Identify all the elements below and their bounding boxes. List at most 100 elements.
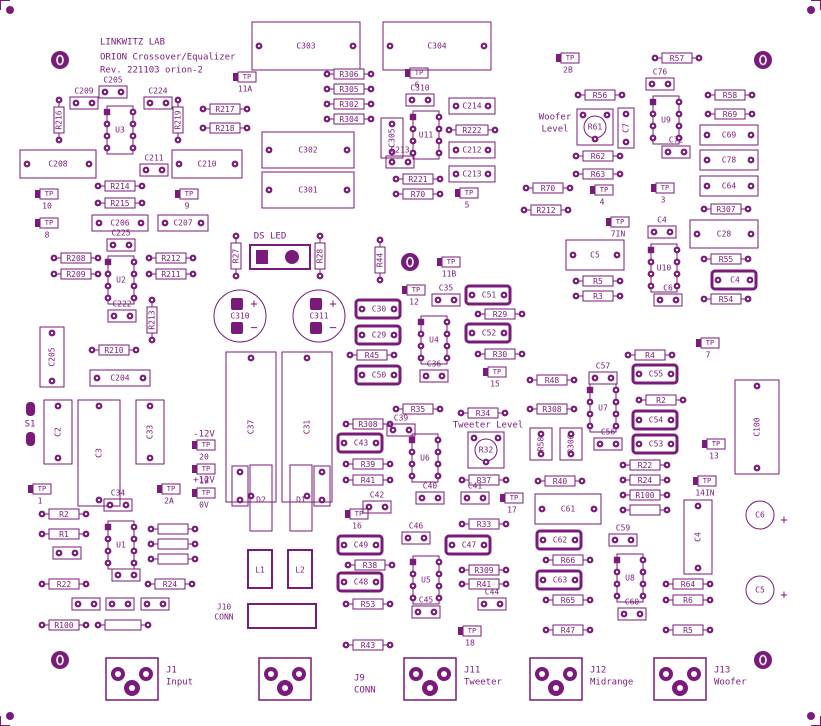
capacitor — [617, 607, 647, 621]
resistor — [98, 344, 130, 356]
capacitor — [734, 379, 780, 475]
resistor — [402, 188, 434, 200]
resistor-label: R302 — [339, 100, 358, 109]
capacitor — [653, 293, 683, 307]
capacitor-label: C5 — [755, 586, 765, 595]
capacitor-label: C3 — [95, 448, 104, 458]
capacitor — [535, 529, 583, 551]
test-point — [196, 463, 216, 475]
polarity: + — [250, 297, 257, 311]
resistor — [629, 504, 661, 516]
capacitor — [593, 437, 623, 451]
resistor-label: R58 — [723, 91, 738, 100]
resistor — [209, 122, 241, 134]
capacitor-label: C49 — [354, 541, 369, 550]
pad — [408, 436, 416, 444]
resistor-label: R38 — [363, 561, 378, 570]
ic-label: U3 — [115, 126, 125, 135]
diode-label: D2 — [256, 496, 266, 505]
resistor-label: R211 — [161, 270, 180, 279]
resistor — [157, 553, 189, 565]
woofer-level-label: Woofer — [539, 113, 572, 123]
capacitor — [106, 238, 136, 252]
test-point — [409, 67, 429, 79]
capacitor-label: C225 — [111, 229, 130, 238]
capacitor-label: C210 — [197, 160, 216, 169]
test-point-label: 2B — [563, 66, 573, 75]
capacitor-label: C2 — [54, 427, 63, 437]
resistor-label: R48 — [545, 376, 560, 385]
capacitor — [52, 546, 82, 560]
test-point-label: 14IN — [695, 489, 714, 498]
resistor — [354, 559, 386, 571]
resistor-label: R66 — [561, 556, 576, 565]
test-point-label: 18 — [465, 639, 475, 648]
capacitor — [281, 351, 333, 503]
test-point-name: TP — [355, 510, 363, 518]
connector-name: Tweeter — [464, 678, 503, 688]
capacitor — [336, 432, 384, 454]
resistor — [402, 403, 434, 415]
connector-ref: J12 — [590, 666, 606, 676]
resistor — [209, 103, 241, 115]
test-point-name: TP — [447, 258, 455, 266]
connector-ref: J11 — [464, 666, 480, 676]
ic-label: U9 — [661, 116, 671, 125]
capacitor-label: C310 — [410, 84, 429, 93]
capacitor-label: C35 — [439, 284, 454, 293]
capacitor — [89, 369, 151, 387]
resistor — [104, 197, 136, 209]
resistor — [230, 242, 242, 270]
pad — [586, 386, 594, 394]
resistor-label: R54 — [719, 295, 734, 304]
resistor-label: R37 — [477, 476, 492, 485]
resistor — [629, 489, 661, 501]
resistor — [333, 68, 365, 80]
test-point — [560, 52, 580, 64]
test-point-pad — [590, 186, 595, 194]
capacitor-label: C6 — [663, 284, 673, 293]
capacitor-label: C302 — [298, 146, 317, 155]
capacitor — [135, 399, 165, 465]
capacitor — [382, 21, 492, 71]
test-point-pad — [345, 510, 350, 518]
resistor — [484, 348, 516, 360]
capacitor — [608, 533, 638, 547]
resistor — [710, 253, 742, 265]
capacitor — [380, 117, 404, 159]
resistor — [629, 459, 661, 471]
capacitor-label: C211 — [144, 154, 163, 163]
capacitor-label: C55 — [649, 370, 664, 379]
test-point-pad — [192, 489, 197, 497]
resistor-label: R45 — [365, 351, 380, 360]
resistor-label: R65 — [561, 596, 576, 605]
resistor — [634, 349, 666, 361]
test-point-label: 20 — [199, 453, 209, 462]
capacitor — [419, 369, 449, 383]
test-point-pad — [556, 54, 561, 62]
test-point-pad — [405, 69, 410, 77]
capacitor — [631, 433, 679, 455]
test-point-pad — [458, 627, 463, 635]
capacitor — [710, 269, 758, 291]
capacitor — [111, 568, 141, 582]
capacitor — [139, 163, 169, 177]
capacitor-label: C222 — [112, 300, 131, 309]
test-point — [459, 187, 479, 199]
capacitor-label: C45 — [419, 596, 434, 605]
test-point-pad — [35, 190, 40, 198]
capacitor-label: C305 — [388, 128, 397, 147]
capacitor — [91, 214, 149, 232]
test-point — [610, 216, 630, 228]
capacitor — [477, 597, 507, 611]
test-point-name: TP — [412, 286, 420, 294]
capacitor-label: C78 — [722, 156, 737, 165]
diode — [289, 464, 313, 532]
capacitor — [171, 149, 243, 179]
ic — [652, 95, 680, 145]
test-point-name: TP — [45, 190, 53, 198]
capacitor — [559, 427, 583, 461]
resistor — [333, 98, 365, 110]
connector-ref: J1 — [166, 666, 177, 676]
resistor-label: R40 — [553, 477, 568, 486]
